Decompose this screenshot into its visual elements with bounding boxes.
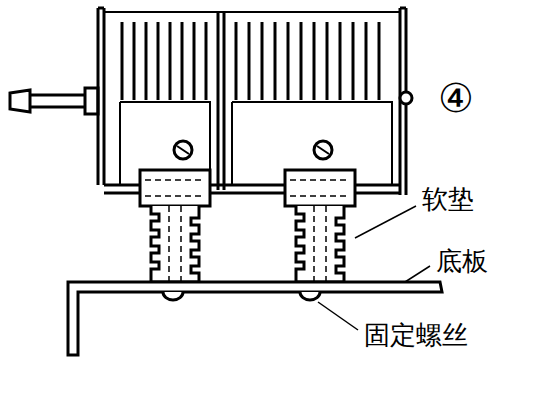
hidden-line <box>145 180 205 196</box>
rotor-plate <box>326 22 329 100</box>
pad-collar <box>140 170 210 206</box>
stator-screw <box>174 141 192 159</box>
rotor-plate <box>274 22 277 100</box>
rotor-plate <box>181 22 184 100</box>
rubber-pad <box>296 206 344 282</box>
callout-number: ④ <box>436 78 476 118</box>
leader-line <box>318 302 358 330</box>
rotor-plate <box>169 22 172 100</box>
rubber-pad <box>151 206 199 282</box>
rotor-plate <box>287 22 290 100</box>
rotor-plate <box>378 22 381 100</box>
rotor-plate <box>261 22 264 100</box>
rotor-plate <box>248 22 251 100</box>
rotor-plate <box>235 22 238 100</box>
rotor-plate <box>121 22 124 100</box>
part-label: 底板 <box>434 248 490 274</box>
stator-screw <box>314 141 332 159</box>
shaft-tip <box>10 90 30 112</box>
shaft <box>30 88 98 114</box>
part-label: 固定螺丝 <box>362 322 470 348</box>
front-plate <box>98 8 104 185</box>
soft-pads <box>140 170 355 282</box>
pad-collar <box>285 170 355 206</box>
top-rail <box>104 11 400 13</box>
hidden-line <box>290 180 350 196</box>
leader-line <box>355 206 416 238</box>
divider <box>218 12 224 190</box>
part-label: 软垫 <box>420 186 476 212</box>
rotor-plate <box>205 22 208 100</box>
rotor-plate <box>365 22 368 100</box>
rotor-plate <box>145 22 148 100</box>
rotor-plate <box>193 22 196 100</box>
rotor-plate <box>300 22 303 100</box>
screw-head <box>163 292 320 300</box>
rotor-plates <box>122 22 379 100</box>
hidden-screw <box>169 206 181 282</box>
hidden-screw <box>314 206 326 282</box>
end-bearing <box>400 92 412 104</box>
leader-line <box>405 266 430 282</box>
rotor-plate <box>133 22 136 100</box>
rotor-plate <box>339 22 342 100</box>
rotor-plate <box>313 22 316 100</box>
rotor-plate <box>157 22 160 100</box>
rotor-plate <box>352 22 355 100</box>
